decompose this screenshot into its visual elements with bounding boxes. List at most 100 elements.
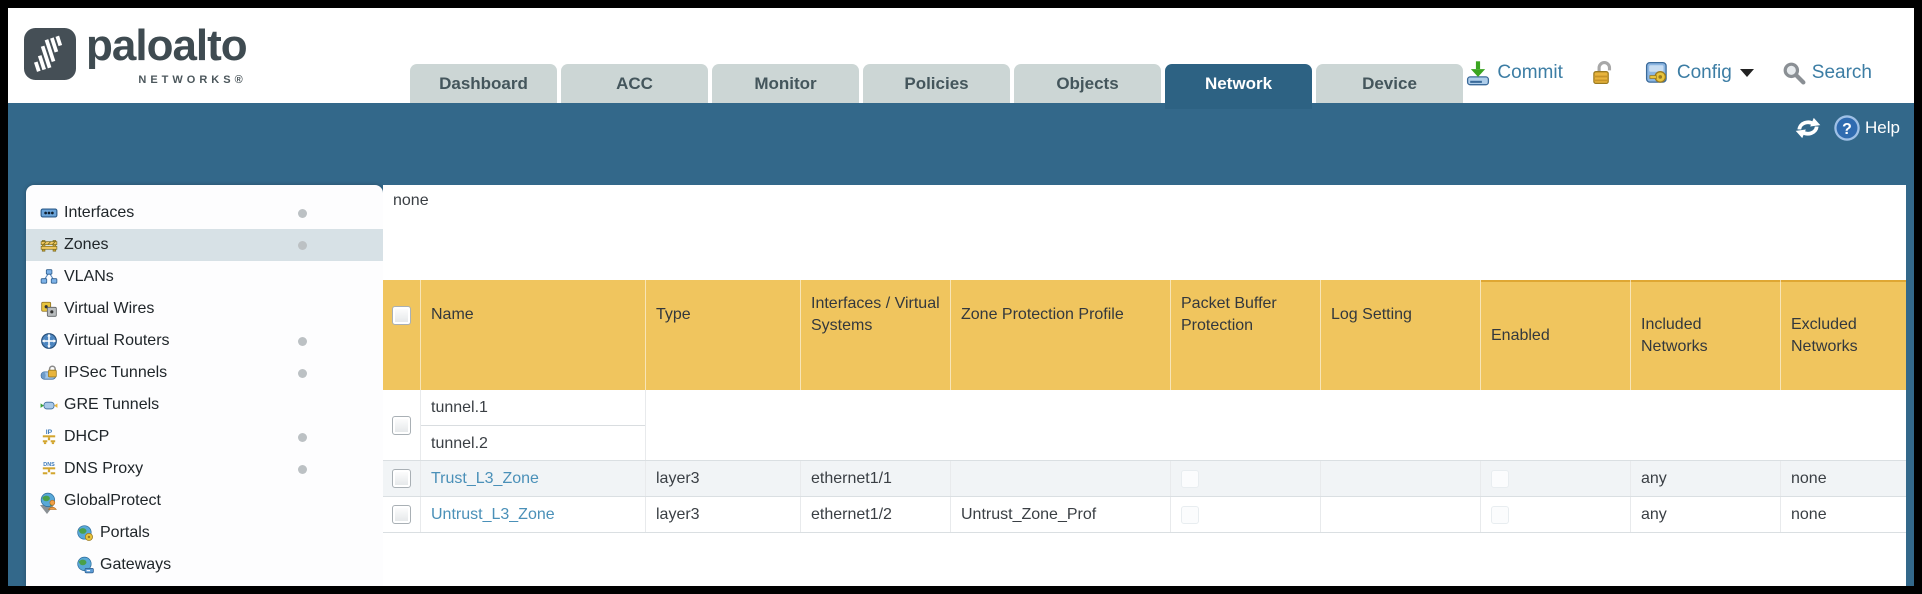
sidebar-item-gateways[interactable]: Gateways (26, 549, 383, 581)
table-row: Cloudflare_L3_Zone layer3 tunnel.1 tunne… (383, 185, 1906, 461)
expander-icon[interactable] (40, 505, 54, 514)
config-menu[interactable]: Config (1643, 60, 1754, 86)
sidebar-item-gre-tunnels[interactable]: GRE Tunnels (26, 389, 383, 421)
lock-icon[interactable] (1591, 60, 1615, 86)
zone-name-link[interactable]: Untrust_L3_Zone (431, 505, 555, 523)
sidebar-item-label: IPSec Tunnels (64, 364, 168, 381)
interfaces-icon (40, 208, 58, 218)
enabled-cell (1481, 461, 1631, 496)
network-sidebar: Interfaces Zones V (26, 185, 383, 586)
row-checkbox-cell (383, 390, 421, 460)
tab-device[interactable]: Device (1316, 64, 1463, 103)
status-dot (298, 336, 307, 346)
tab-network[interactable]: Network (1165, 64, 1312, 109)
search-label: Search (1811, 62, 1872, 83)
row-checkbox-cell (383, 497, 421, 532)
zone-name-link[interactable]: Trust_L3_Zone (431, 469, 539, 487)
sidebar-item-label: Zones (64, 236, 109, 253)
column-header-name[interactable]: Name (421, 240, 646, 390)
tab-monitor[interactable]: Monitor (712, 64, 859, 103)
config-icon (1645, 61, 1667, 83)
column-header-excluded-networks[interactable]: Excluded Networks (1791, 316, 1858, 355)
packet-buffer-protection-cell (1171, 461, 1321, 496)
name-cell: Untrust_L3_Zone (421, 497, 646, 532)
excluded-networks-cell: none (383, 185, 1906, 280)
sidebar-item-globalprotect[interactable]: GlobalProtect (26, 485, 383, 517)
row-checkbox[interactable] (392, 415, 411, 435)
interfaces-cell: ethernet1/1 (801, 461, 951, 496)
virtual-routers-icon (41, 333, 57, 349)
tab-acc[interactable]: ACC (561, 64, 708, 103)
paloalto-logo: paloalto NETWORKS® (24, 20, 248, 86)
log-setting-cell (1321, 461, 1481, 496)
sidebar-item-zones[interactable]: Zones (26, 229, 383, 261)
enabled-checkbox (1491, 469, 1509, 488)
commit-icon (1467, 61, 1490, 86)
column-header-type[interactable]: Type (646, 240, 801, 390)
excluded-networks-cell: none (1791, 505, 1827, 523)
sidebar-item-ipsec-tunnels[interactable]: IPSec Tunnels (26, 357, 383, 389)
sidebar-item-interfaces[interactable]: Interfaces (26, 197, 383, 229)
column-header-interfaces[interactable]: Interfaces / Virtual Systems (801, 240, 951, 390)
sidebar-item-portals[interactable]: Portals (26, 517, 383, 549)
tab-policies[interactable]: Policies (863, 64, 1010, 103)
help-button[interactable]: ? Help (1833, 114, 1900, 142)
sidebar-item-label: Virtual Wires (64, 300, 155, 317)
row-checkbox-cell (383, 461, 421, 496)
status-dot (298, 432, 307, 442)
type-cell: layer3 (646, 497, 801, 532)
sidebar-item-label: Gateways (100, 556, 172, 573)
packet-buffer-checkbox (1181, 469, 1199, 488)
tab-objects[interactable]: Objects (1014, 64, 1161, 103)
column-header-packet-buffer-protection[interactable]: Packet Buffer Protection (1171, 240, 1321, 390)
sidebar-item-dns-proxy[interactable]: DNS DNS Proxy (26, 453, 383, 485)
zone-protection-profile-cell (951, 461, 1171, 496)
sidebar-item-vlans[interactable]: VLANs (26, 261, 383, 293)
interface-item: tunnel.2 (421, 425, 645, 460)
column-header-log-setting[interactable]: Log Setting (1321, 240, 1481, 390)
main-tabs: Dashboard ACC Monitor Policies Objects N… (410, 64, 1463, 109)
interface-item: tunnel.1 (431, 399, 488, 416)
status-dot (298, 208, 307, 218)
column-header-enabled[interactable]: Enabled (1481, 240, 1631, 390)
row-checkbox[interactable] (392, 505, 411, 524)
globalprotect-icon (40, 492, 57, 510)
sidebar-item-virtual-routers[interactable]: Virtual Routers (26, 325, 383, 357)
table-row: Trust_L3_Zone layer3 ethernet1/1 any non… (383, 461, 1906, 497)
top-header: paloalto NETWORKS® Dashboard ACC Monitor… (8, 8, 1914, 109)
refresh-icon[interactable] (1793, 115, 1823, 141)
packet-buffer-checkbox (1181, 505, 1199, 524)
name-cell: Trust_L3_Zone (421, 461, 646, 496)
status-dot (298, 240, 307, 250)
utility-bar: Commit Config (1465, 60, 1872, 86)
logo-subtext: NETWORKS® (138, 74, 247, 86)
excluded-networks-cell: none (1791, 469, 1827, 487)
select-all-checkbox[interactable] (392, 305, 411, 325)
column-header-zone-protection-profile[interactable]: Zone Protection Profile (951, 240, 1171, 390)
screen: paloalto NETWORKS® Dashboard ACC Monitor… (8, 8, 1914, 586)
column-header-included-networks[interactable]: Included Networks (1631, 240, 1781, 390)
sidebar-item-dhcp[interactable]: IP DHCP (26, 421, 383, 453)
row-checkbox[interactable] (392, 469, 411, 488)
sidebar-item-virtual-wires[interactable]: Virtual Wires (26, 293, 383, 325)
config-label: Config (1676, 62, 1732, 83)
sidebar-item-label: GlobalProtect (64, 492, 161, 509)
status-dot (298, 368, 307, 378)
gateways-icon (77, 556, 94, 574)
status-dot (298, 464, 307, 474)
global-search-button[interactable]: Search (1782, 61, 1872, 85)
dhcp-icon: IP (42, 429, 56, 445)
zones-icon (40, 240, 58, 252)
enabled-cell (1481, 497, 1631, 532)
help-label: Help (1865, 118, 1900, 137)
portals-icon (77, 525, 93, 541)
commit-button[interactable]: Commit (1465, 60, 1563, 86)
ipsec-tunnels-icon (40, 365, 57, 380)
included-networks-cell: any (1631, 461, 1781, 496)
virtual-wires-icon (41, 301, 57, 317)
sidebar-item-label: VLANs (64, 268, 114, 285)
help-icon: ? (1834, 115, 1860, 141)
zone-protection-profile-cell: Untrust_Zone_Prof (951, 497, 1171, 532)
tab-dashboard[interactable]: Dashboard (410, 64, 557, 103)
